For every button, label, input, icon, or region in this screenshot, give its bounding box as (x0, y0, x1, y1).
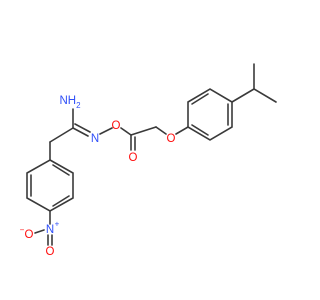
nitrophenyl-ring (26, 159, 74, 212)
nitro-nitrogen-charge: + (55, 220, 60, 229)
bond-n-o (99, 127, 113, 135)
atom-labels: NH2 N O O O N + O − O (20, 95, 176, 258)
nitrophenyl-ring-double-2 (52, 195, 70, 207)
isopropylphenyl-ring (187, 88, 233, 141)
bond-nitro-n-o1 (34, 229, 45, 234)
molecule-canvas: NH2 N O O O N + O − O (19, 63, 277, 258)
isopropylphenyl-ring-double-1 (191, 93, 209, 105)
nitro-oxygen-left-label: O (25, 229, 34, 241)
amine-label: NH2 (59, 95, 81, 110)
carbonyl-oxygen-label: O (129, 152, 138, 164)
oxime-oxygen-label: O (112, 120, 121, 132)
bonds (26, 63, 277, 246)
nitrophenyl-ring-double-1 (52, 164, 70, 176)
bond-ether-o-ring (175, 126, 189, 135)
imine-nitrogen-label: N (91, 133, 99, 145)
ether-oxygen-label: O (167, 133, 176, 145)
nitro-nitrogen-label: N (46, 224, 54, 236)
bond-isopropyl-methyl-right (253, 88, 277, 103)
bond-o-carbonyl-c (120, 127, 132, 136)
isopropylphenyl-ring-double-3 (191, 124, 209, 136)
nitro-oxygen-bottom-label: O (46, 246, 55, 258)
bond-carbonyl-ch2 (130, 126, 157, 136)
nitro-oxygen-left-charge: − (20, 226, 25, 235)
bond-c-ch2-benzyl (49, 127, 74, 143)
bond-ch2-ether-o (155, 126, 167, 135)
bond-c-n-double-a (72, 127, 89, 137)
bond-ring-isopropyl-ch (231, 88, 255, 103)
structure-diagram: NH2 N O O O N + O − O (20, 63, 277, 258)
bond-c-n-double-b (74, 123, 91, 133)
